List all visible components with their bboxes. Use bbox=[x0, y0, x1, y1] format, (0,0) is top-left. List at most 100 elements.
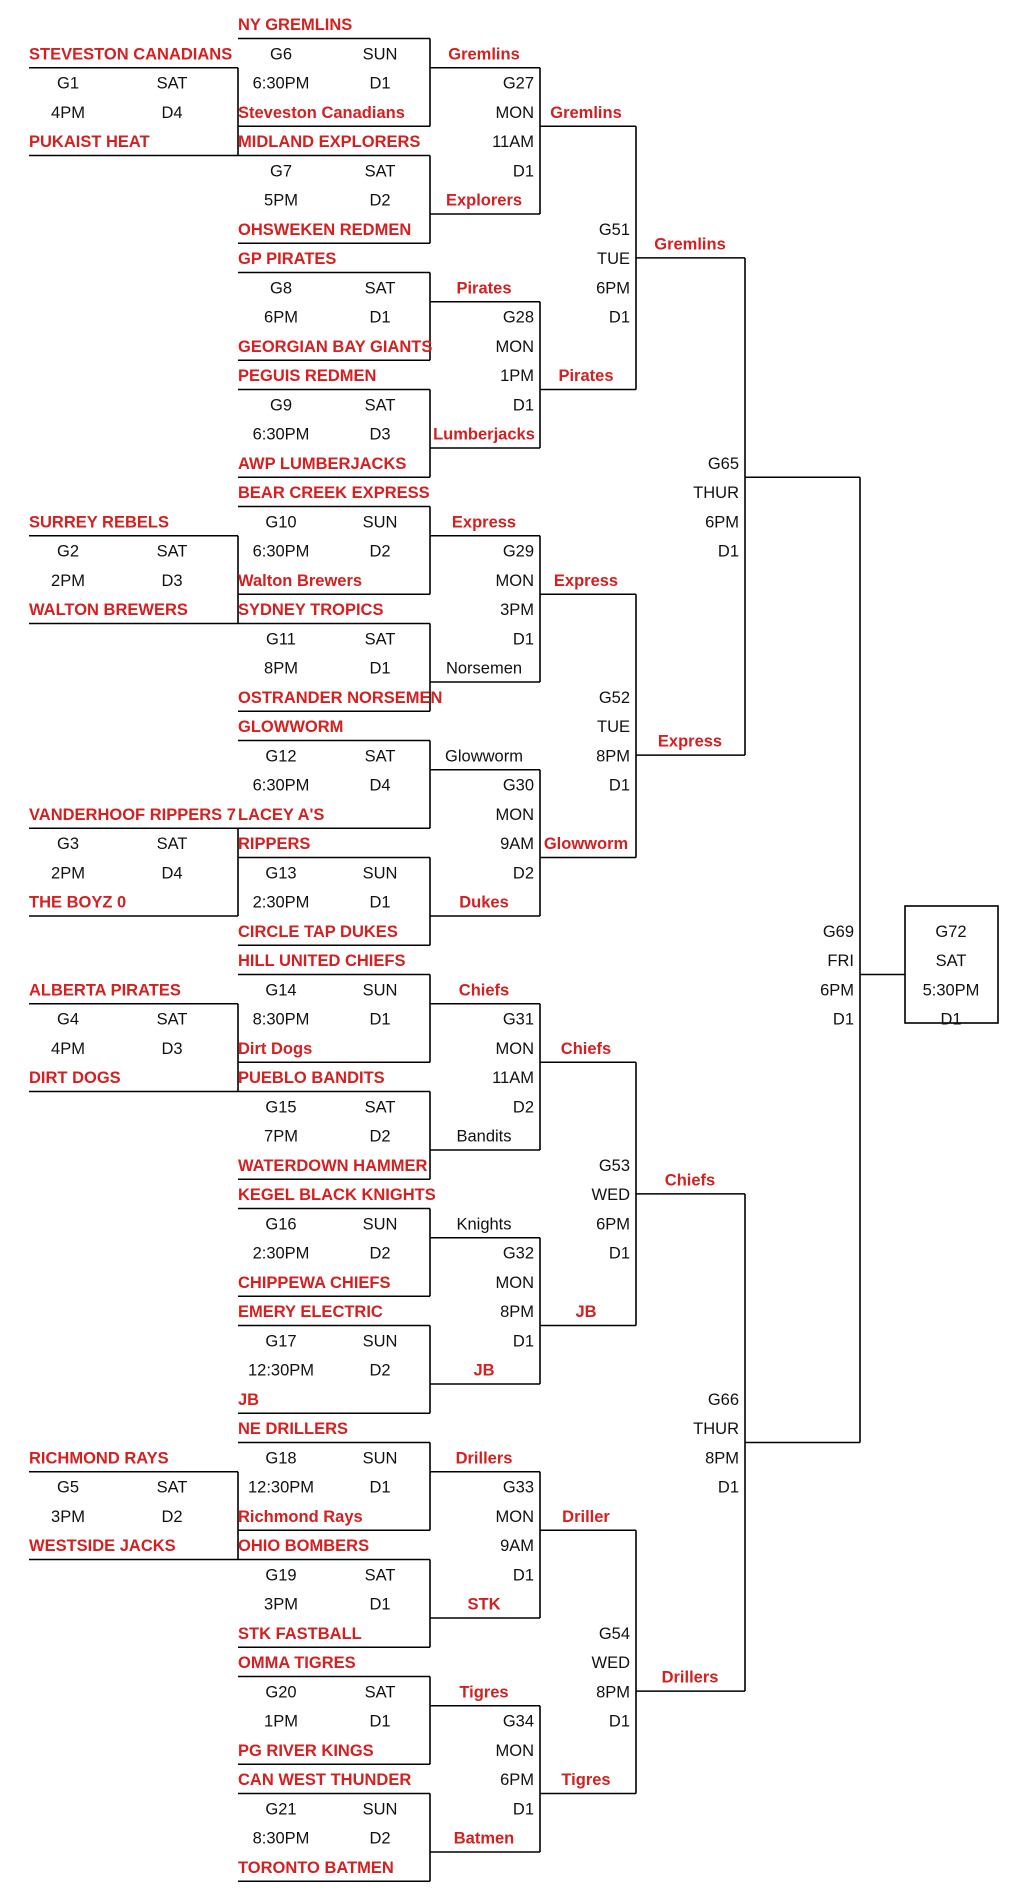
round1-g6-day: SUN bbox=[363, 45, 398, 63]
round1-g13-time: 2:30PM bbox=[253, 894, 310, 912]
round1-g12-top-team: GLOWWORM bbox=[238, 718, 343, 736]
round1-g10-bottom-team: Walton Brewers bbox=[238, 572, 362, 590]
round3-g52-time: 8PM bbox=[596, 747, 630, 765]
round1-g8-top-team: GP PIRATES bbox=[238, 250, 336, 268]
play-in-g4-diamond: D3 bbox=[161, 1040, 182, 1058]
round1-g15-winner: Bandits bbox=[456, 1128, 511, 1146]
round1-g21-bottom-team: TORONTO BATMEN bbox=[238, 1859, 394, 1877]
round3-g54-day: WED bbox=[592, 1654, 631, 1672]
round2-g34-game: G34 bbox=[503, 1713, 534, 1731]
round1-g19-winner: STK bbox=[468, 1596, 501, 1614]
round1-g6-diamond: D1 bbox=[369, 75, 390, 93]
round3-g52-diamond: D1 bbox=[609, 777, 630, 795]
round2-g31-time: 11AM bbox=[492, 1069, 534, 1087]
round1-g21-day: SUN bbox=[363, 1800, 398, 1818]
round1-g12-bottom-team: LACEY A'S bbox=[238, 806, 324, 824]
round1-g21-diamond: D2 bbox=[369, 1830, 390, 1848]
round1-g16-time: 2:30PM bbox=[253, 1245, 310, 1263]
play-in-g3-top-team: VANDERHOOF RIPPERS 7 bbox=[29, 806, 236, 824]
round1-g6-top-team: NY GREMLINS bbox=[238, 16, 352, 34]
round2-g34-day: MON bbox=[496, 1742, 535, 1760]
round1-g19-time: 3PM bbox=[264, 1596, 298, 1614]
round1-g13-winner: Dukes bbox=[459, 894, 509, 912]
round1-g12-day: SAT bbox=[365, 747, 396, 765]
round1-g9-top-team: PEGUIS REDMEN bbox=[238, 367, 376, 385]
final-time: 5:30PM bbox=[923, 981, 980, 999]
round2-g27-time: 11AM bbox=[492, 133, 534, 151]
round1-g7-winner: Explorers bbox=[446, 192, 522, 210]
round4-g66-game: G66 bbox=[708, 1391, 739, 1409]
round3-g51-time: 6PM bbox=[596, 279, 630, 297]
round1-g19-bottom-team: STK FASTBALL bbox=[238, 1625, 362, 1643]
round1-g18-winner: Drillers bbox=[456, 1449, 513, 1467]
play-in-g2-bottom-team: WALTON BREWERS bbox=[29, 601, 188, 619]
round1-g10-day: SUN bbox=[363, 513, 398, 531]
round1-g20-winner: Tigres bbox=[459, 1683, 508, 1701]
round2-g30-winner: Glowworm bbox=[544, 835, 628, 853]
round3-g52-winner: Express bbox=[658, 733, 722, 751]
round1-g8-time: 6PM bbox=[264, 309, 298, 327]
round1-g7-day: SAT bbox=[365, 162, 396, 180]
round1-g15-day: SAT bbox=[365, 1098, 396, 1116]
play-in-g3-bottom-team: THE BOYZ 0 bbox=[29, 894, 126, 912]
round1-g11-top-team: SYDNEY TROPICS bbox=[238, 601, 383, 619]
round1-g18-top-team: NE DRILLERS bbox=[238, 1420, 348, 1438]
round4-g66-diamond: D1 bbox=[718, 1479, 739, 1497]
round1-g20-bottom-team: PG RIVER KINGS bbox=[238, 1742, 374, 1760]
play-in-g5-bottom-team: WESTSIDE JACKS bbox=[29, 1537, 176, 1555]
round2-g30-diamond: D2 bbox=[513, 864, 534, 882]
round1-g9-diamond: D3 bbox=[369, 426, 390, 444]
play-in-g1-day: SAT bbox=[157, 75, 188, 93]
round2-g32-day: MON bbox=[496, 1274, 535, 1292]
round2-g32-time: 8PM bbox=[500, 1303, 534, 1321]
round1-g14-winner: Chiefs bbox=[459, 981, 509, 999]
round1-g19-day: SAT bbox=[365, 1566, 396, 1584]
play-in-g1-bottom-team: PUKAIST HEAT bbox=[29, 133, 150, 151]
round1-g7-top-team: MIDLAND EXPLORERS bbox=[238, 133, 420, 151]
round1-g17-time: 12:30PM bbox=[248, 1362, 314, 1380]
round1-g19-diamond: D1 bbox=[369, 1596, 390, 1614]
play-in-g5-top-team: RICHMOND RAYS bbox=[29, 1449, 169, 1467]
play-in-g1-top-team: STEVESTON CANADIANS bbox=[29, 45, 232, 63]
round2-g27-day: MON bbox=[496, 104, 535, 122]
semi-g69-game: G69 bbox=[823, 923, 854, 941]
round1-g10-game: G10 bbox=[265, 513, 296, 531]
round2-g28-game: G28 bbox=[503, 309, 534, 327]
round3-g53-winner: Chiefs bbox=[665, 1171, 715, 1189]
round1-g7-time: 5PM bbox=[264, 192, 298, 210]
play-in-g2-top-team: SURREY REBELS bbox=[29, 513, 169, 531]
round1-g11-diamond: D1 bbox=[369, 660, 390, 678]
round1-g12-winner: Glowworm bbox=[445, 747, 523, 765]
round1-g11-time: 8PM bbox=[264, 660, 298, 678]
round1-g13-bottom-team: CIRCLE TAP DUKES bbox=[238, 923, 398, 941]
round3-g52-day: TUE bbox=[597, 718, 630, 736]
round1-g20-time: 1PM bbox=[264, 1713, 298, 1731]
round1-g15-diamond: D2 bbox=[369, 1128, 390, 1146]
round1-g8-bottom-team: GEORGIAN BAY GIANTS bbox=[238, 338, 432, 356]
round2-g31-day: MON bbox=[496, 1040, 535, 1058]
play-in-g3-diamond: D4 bbox=[161, 864, 182, 882]
play-in-g5-diamond: D2 bbox=[161, 1508, 182, 1526]
round1-g11-day: SAT bbox=[365, 630, 396, 648]
round1-g9-winner: Lumberjacks bbox=[433, 426, 535, 444]
play-in-g2-day: SAT bbox=[157, 543, 188, 561]
round3-g51-day: TUE bbox=[597, 250, 630, 268]
round1-g14-day: SUN bbox=[363, 981, 398, 999]
semi-g69-diamond: D1 bbox=[833, 1011, 854, 1029]
round1-g15-bottom-team: WATERDOWN HAMMER bbox=[238, 1157, 428, 1175]
round1-g8-day: SAT bbox=[365, 279, 396, 297]
play-in-g1-diamond: D4 bbox=[161, 104, 182, 122]
round1-g16-bottom-team: CHIPPEWA CHIEFS bbox=[238, 1274, 391, 1292]
round1-g13-day: SUN bbox=[363, 864, 398, 882]
round1-g21-game: G21 bbox=[265, 1800, 296, 1818]
round2-g34-winner: Tigres bbox=[561, 1771, 610, 1789]
round1-g6-bottom-team: Steveston Canadians bbox=[238, 104, 405, 122]
round2-g30-game: G30 bbox=[503, 777, 534, 795]
round2-g31-diamond: D2 bbox=[513, 1098, 534, 1116]
round3-g51-winner: Gremlins bbox=[654, 235, 726, 253]
round2-g33-time: 9AM bbox=[500, 1537, 534, 1555]
round2-g30-day: MON bbox=[496, 806, 535, 824]
round1-g13-diamond: D1 bbox=[369, 894, 390, 912]
round2-g32-diamond: D1 bbox=[513, 1332, 534, 1350]
round1-g7-game: G7 bbox=[270, 162, 292, 180]
